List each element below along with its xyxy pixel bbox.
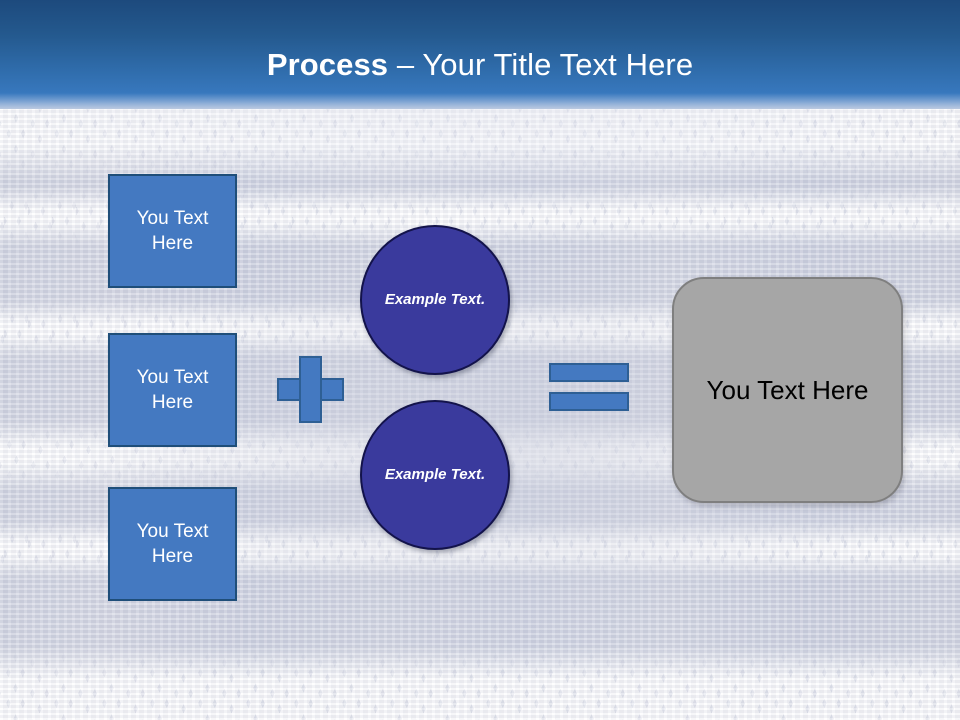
input-box-3[interactable]: You Text Here — [108, 487, 237, 601]
page-title: Process – Your Title Text Here — [0, 48, 960, 82]
input-box-2[interactable]: You Text Here — [108, 333, 237, 447]
example-circle-2[interactable]: Example Text. — [360, 400, 510, 550]
plus-icon — [277, 356, 344, 423]
result-box[interactable]: You Text Here — [672, 277, 903, 503]
equals-bottom-bar — [549, 392, 629, 411]
plus-center — [301, 380, 320, 399]
page-title-rest: – Your Title Text Here — [388, 47, 694, 82]
equals-top-bar — [549, 363, 629, 382]
example-circle-1[interactable]: Example Text. — [360, 225, 510, 375]
equals-icon — [549, 363, 629, 411]
title-bar: Process – Your Title Text Here — [0, 0, 960, 109]
title-bar-fade — [0, 93, 960, 109]
input-box-1[interactable]: You Text Here — [108, 174, 237, 288]
page-title-strong: Process — [266, 47, 389, 82]
